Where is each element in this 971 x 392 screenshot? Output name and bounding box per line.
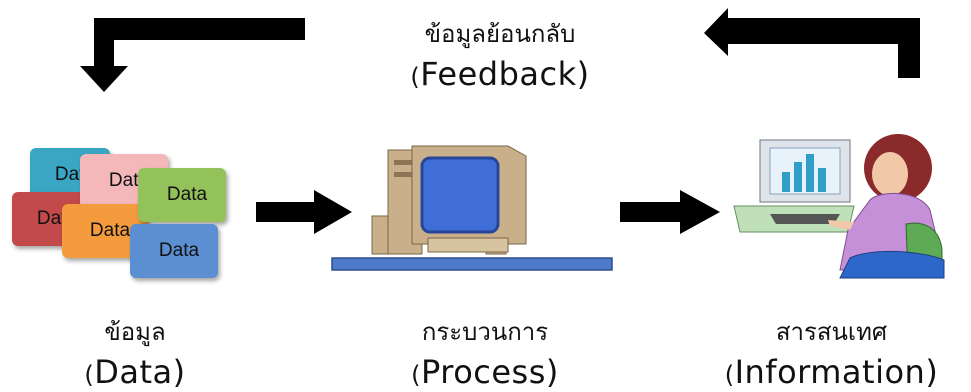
stage-thai: กระบวนการ — [421, 318, 549, 346]
person-at-computer-icon — [733, 134, 945, 279]
stage-label-data: ข้อมูล (Data) — [40, 312, 230, 391]
stage-label-information: สารสนเทศ (Information) — [694, 312, 969, 391]
feedback-label: ข้อมูลย้อนกลับ (Feedback) — [350, 14, 650, 93]
data-card: Data — [130, 224, 218, 278]
feedback-thai: ข้อมูลย้อนกลับ — [424, 20, 576, 48]
flow-arrow — [620, 190, 720, 234]
stage-english: (Process) — [411, 353, 559, 391]
data-cards-icon: Data Data Data Data Data Data — [0, 140, 240, 290]
stage-thai: สารสนเทศ — [775, 318, 888, 346]
flow-arrow — [256, 190, 352, 234]
feedback-english: (Feedback) — [410, 55, 590, 93]
computer-icon — [331, 145, 613, 271]
feedback-arrow-left — [80, 18, 305, 92]
stage-label-process: กระบวนการ (Process) — [360, 312, 610, 391]
stage-thai: ข้อมูล — [104, 318, 166, 346]
feedback-arrow-right — [704, 8, 920, 78]
stage-english: (Information) — [724, 353, 939, 391]
stage-english: (Data) — [84, 353, 186, 391]
data-card: Data — [138, 168, 226, 222]
